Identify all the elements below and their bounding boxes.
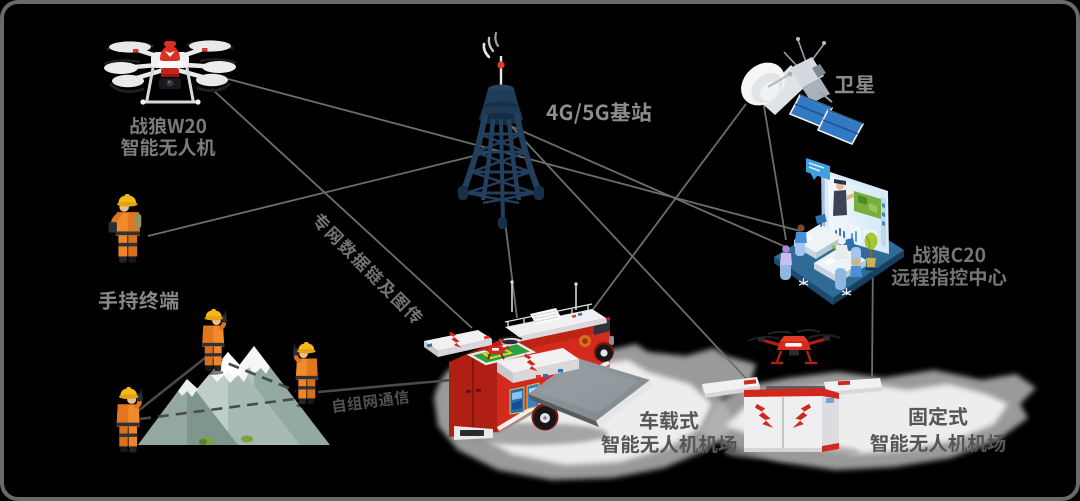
links bbox=[147, 78, 874, 389]
link-base-station-to-fixed-station bbox=[511, 126, 756, 389]
link-drone-to-vehicle bbox=[211, 88, 473, 329]
firefighter-1-illustration bbox=[117, 387, 143, 456]
signal-waves-icon bbox=[482, 31, 500, 59]
link-base-station-to-command-center bbox=[505, 123, 789, 249]
link-ff1-to-ff2 bbox=[137, 356, 206, 413]
labels bbox=[98, 75, 1007, 454]
label-base-station bbox=[546, 102, 652, 124]
label-adhoc-link bbox=[332, 389, 409, 414]
link-satellite-to-command-center bbox=[762, 99, 787, 241]
label-satellite bbox=[834, 75, 875, 94]
handheld-firefighter-illustration bbox=[109, 194, 142, 267]
label-private-link bbox=[314, 213, 424, 324]
link-ff1-to-ff3 bbox=[139, 397, 295, 421]
firefighter-3-illustration bbox=[293, 342, 318, 408]
label-fixed-airport bbox=[870, 406, 1006, 453]
link-base-station-to-vehicle bbox=[504, 220, 518, 319]
label-vehicle-airport bbox=[601, 410, 737, 454]
fixed-station-illustration bbox=[702, 329, 882, 460]
link-satellite-to-vehicle bbox=[581, 103, 747, 325]
command-center-illustration bbox=[774, 158, 904, 305]
link-handheld-to-base-station bbox=[147, 149, 499, 237]
mesh-links bbox=[137, 355, 453, 421]
link-ff3-to-vehicle bbox=[317, 378, 453, 394]
fixed-drone bbox=[747, 329, 841, 365]
plant bbox=[864, 232, 878, 271]
mid-wing bbox=[497, 348, 579, 373]
base-station-tower-illustration bbox=[458, 31, 544, 229]
drone-w20-illustration bbox=[103, 40, 237, 105]
people bbox=[780, 224, 862, 277]
label-drone-w20 bbox=[121, 116, 216, 157]
link-ff2-to-ff3 bbox=[211, 355, 297, 393]
label-command-center bbox=[891, 245, 1007, 287]
projection-icon bbox=[806, 158, 830, 180]
chair-legs bbox=[798, 278, 852, 296]
vehicle-station-illustration bbox=[424, 280, 653, 445]
satellite-illustration bbox=[741, 37, 865, 146]
desks bbox=[794, 213, 866, 283]
label-handheld bbox=[98, 290, 179, 310]
